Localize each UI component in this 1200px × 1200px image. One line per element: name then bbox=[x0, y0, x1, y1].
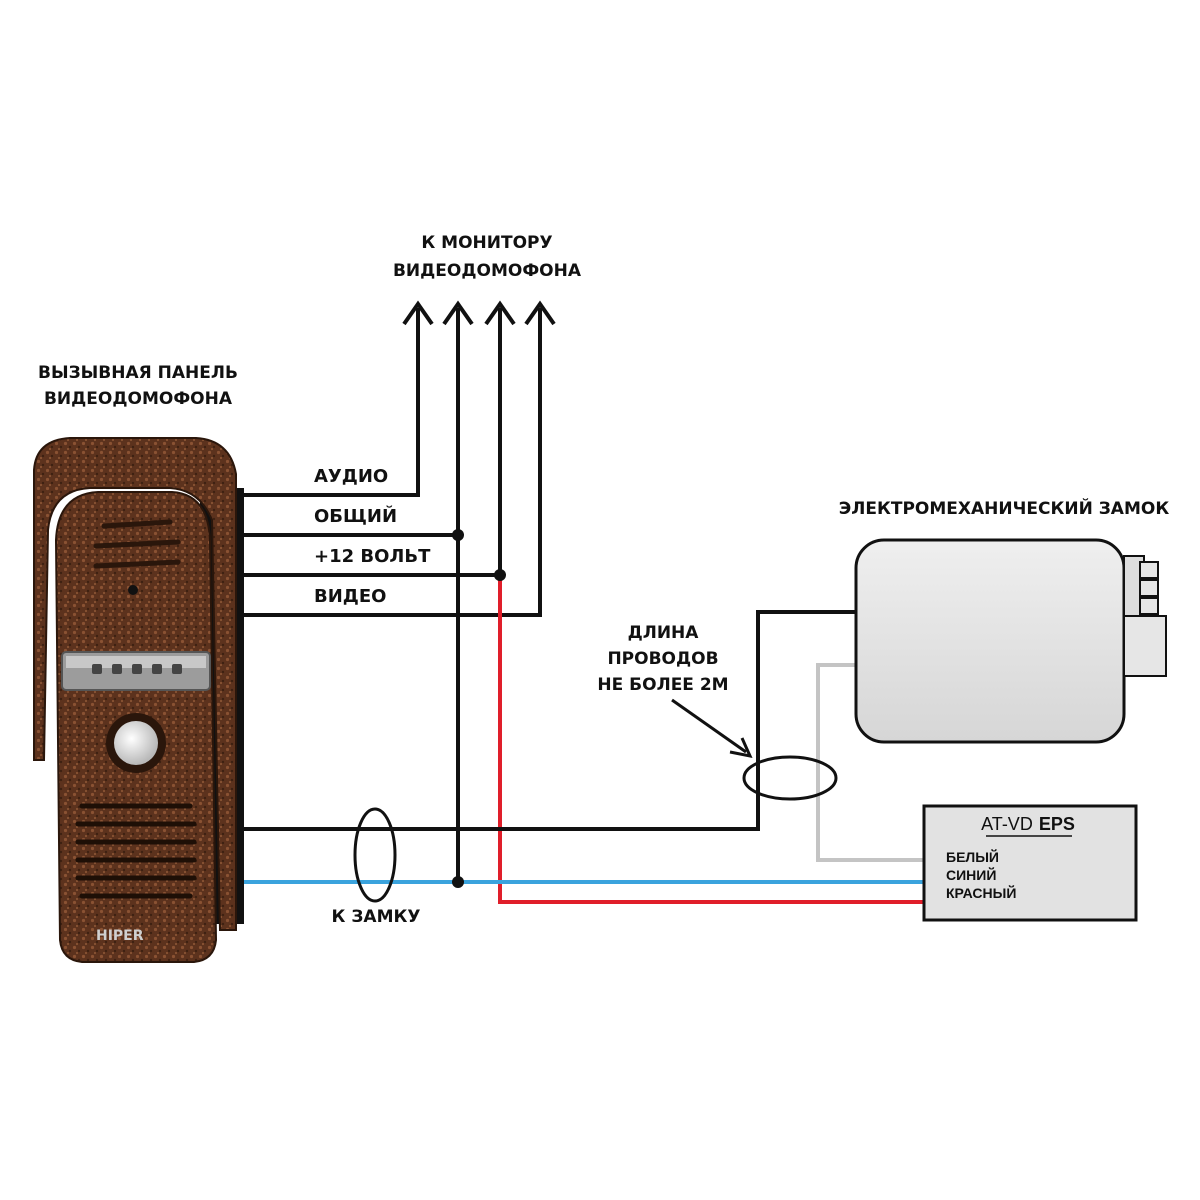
lock-label: ЭЛЕКТРОМЕХАНИЧЕСКИЙ ЗАМОК bbox=[839, 497, 1170, 519]
panel-label-line2: ВИДЕОДОМОФОНА bbox=[44, 389, 233, 409]
length-note-line1: ДЛИНА bbox=[628, 623, 700, 643]
psu-body bbox=[922, 804, 1138, 922]
wire-red bbox=[498, 575, 924, 904]
call-panel: HIPER bbox=[33, 437, 244, 963]
monitor-wires bbox=[238, 308, 542, 882]
label-common: ОБЩИЙ bbox=[314, 505, 397, 527]
monitor-arrows bbox=[402, 300, 556, 326]
arrow-common-icon bbox=[442, 300, 474, 326]
junction-blue bbox=[452, 876, 464, 888]
psu-terminal-white: БЕЛЫЙ bbox=[946, 848, 999, 865]
length-note: ДЛИНА ПРОВОДОВ НЕ БОЛЕЕ 2М bbox=[597, 623, 728, 695]
lock-bolts bbox=[1139, 561, 1159, 615]
length-note-pointer bbox=[671, 698, 747, 754]
wire-audio bbox=[238, 308, 420, 497]
psu-model-suffix: EPS bbox=[1039, 814, 1075, 834]
psu-terminal-blue: СИНИЙ bbox=[946, 866, 996, 883]
bundle-ellipse-length bbox=[742, 755, 838, 801]
label-power: +12 ВОЛЬТ bbox=[314, 546, 431, 567]
ir-leds bbox=[92, 664, 182, 674]
psu-model: AT-VD EPS bbox=[981, 814, 1075, 834]
power-supply: AT-VD EPS БЕЛЫЙ СИНИЙ КРАСНЫЙ bbox=[922, 804, 1138, 922]
length-note-line3: НЕ БОЛЕЕ 2М bbox=[597, 675, 728, 695]
monitor-label-line1: К МОНИТОРУ bbox=[421, 233, 552, 253]
brand-logo: HIPER bbox=[96, 928, 144, 944]
arrow-audio-icon bbox=[402, 300, 434, 326]
arrow-power-icon bbox=[484, 300, 516, 326]
junction-dots bbox=[452, 529, 506, 888]
speaker-grille bbox=[75, 803, 197, 899]
wire-lock-black bbox=[244, 610, 860, 831]
label-video: ВИДЕО bbox=[314, 586, 386, 607]
junction-common bbox=[452, 529, 464, 541]
label-audio: АУДИО bbox=[314, 466, 388, 487]
monitor-label: К МОНИТОРУ ВИДЕОДОМОФОНА bbox=[393, 233, 582, 281]
microphone-hole bbox=[128, 585, 138, 595]
junction-power bbox=[494, 569, 506, 581]
lock-body bbox=[854, 538, 1126, 744]
panel-label-line1: ВЫЗЫВНАЯ ПАНЕЛЬ bbox=[38, 363, 238, 383]
psu-terminal-red: КРАСНЫЙ bbox=[946, 884, 1016, 901]
wire-labels: АУДИО ОБЩИЙ +12 ВОЛЬТ ВИДЕО bbox=[314, 466, 431, 607]
length-note-line2: ПРОВОДОВ bbox=[607, 649, 718, 669]
call-button bbox=[114, 721, 158, 765]
arrow-video-icon bbox=[524, 300, 556, 326]
lock-latch bbox=[1123, 615, 1167, 677]
brand-logo-text: HIPER bbox=[96, 928, 144, 944]
psu-model-prefix: AT-VD bbox=[981, 814, 1033, 834]
monitor-label-line2: ВИДЕОДОМОФОНА bbox=[393, 261, 582, 281]
bundle-ellipse-lock bbox=[353, 807, 397, 903]
panel-label: ВЫЗЫВНАЯ ПАНЕЛЬ ВИДЕОДОМОФОНА bbox=[38, 363, 238, 409]
panel-top-slots bbox=[93, 519, 181, 569]
to-lock-label: К ЗАМКУ bbox=[332, 907, 421, 927]
electromechanical-lock bbox=[854, 538, 1167, 744]
pointer-arrow-icon bbox=[729, 737, 753, 759]
panel-hood bbox=[33, 437, 237, 931]
wire-video bbox=[238, 308, 542, 617]
